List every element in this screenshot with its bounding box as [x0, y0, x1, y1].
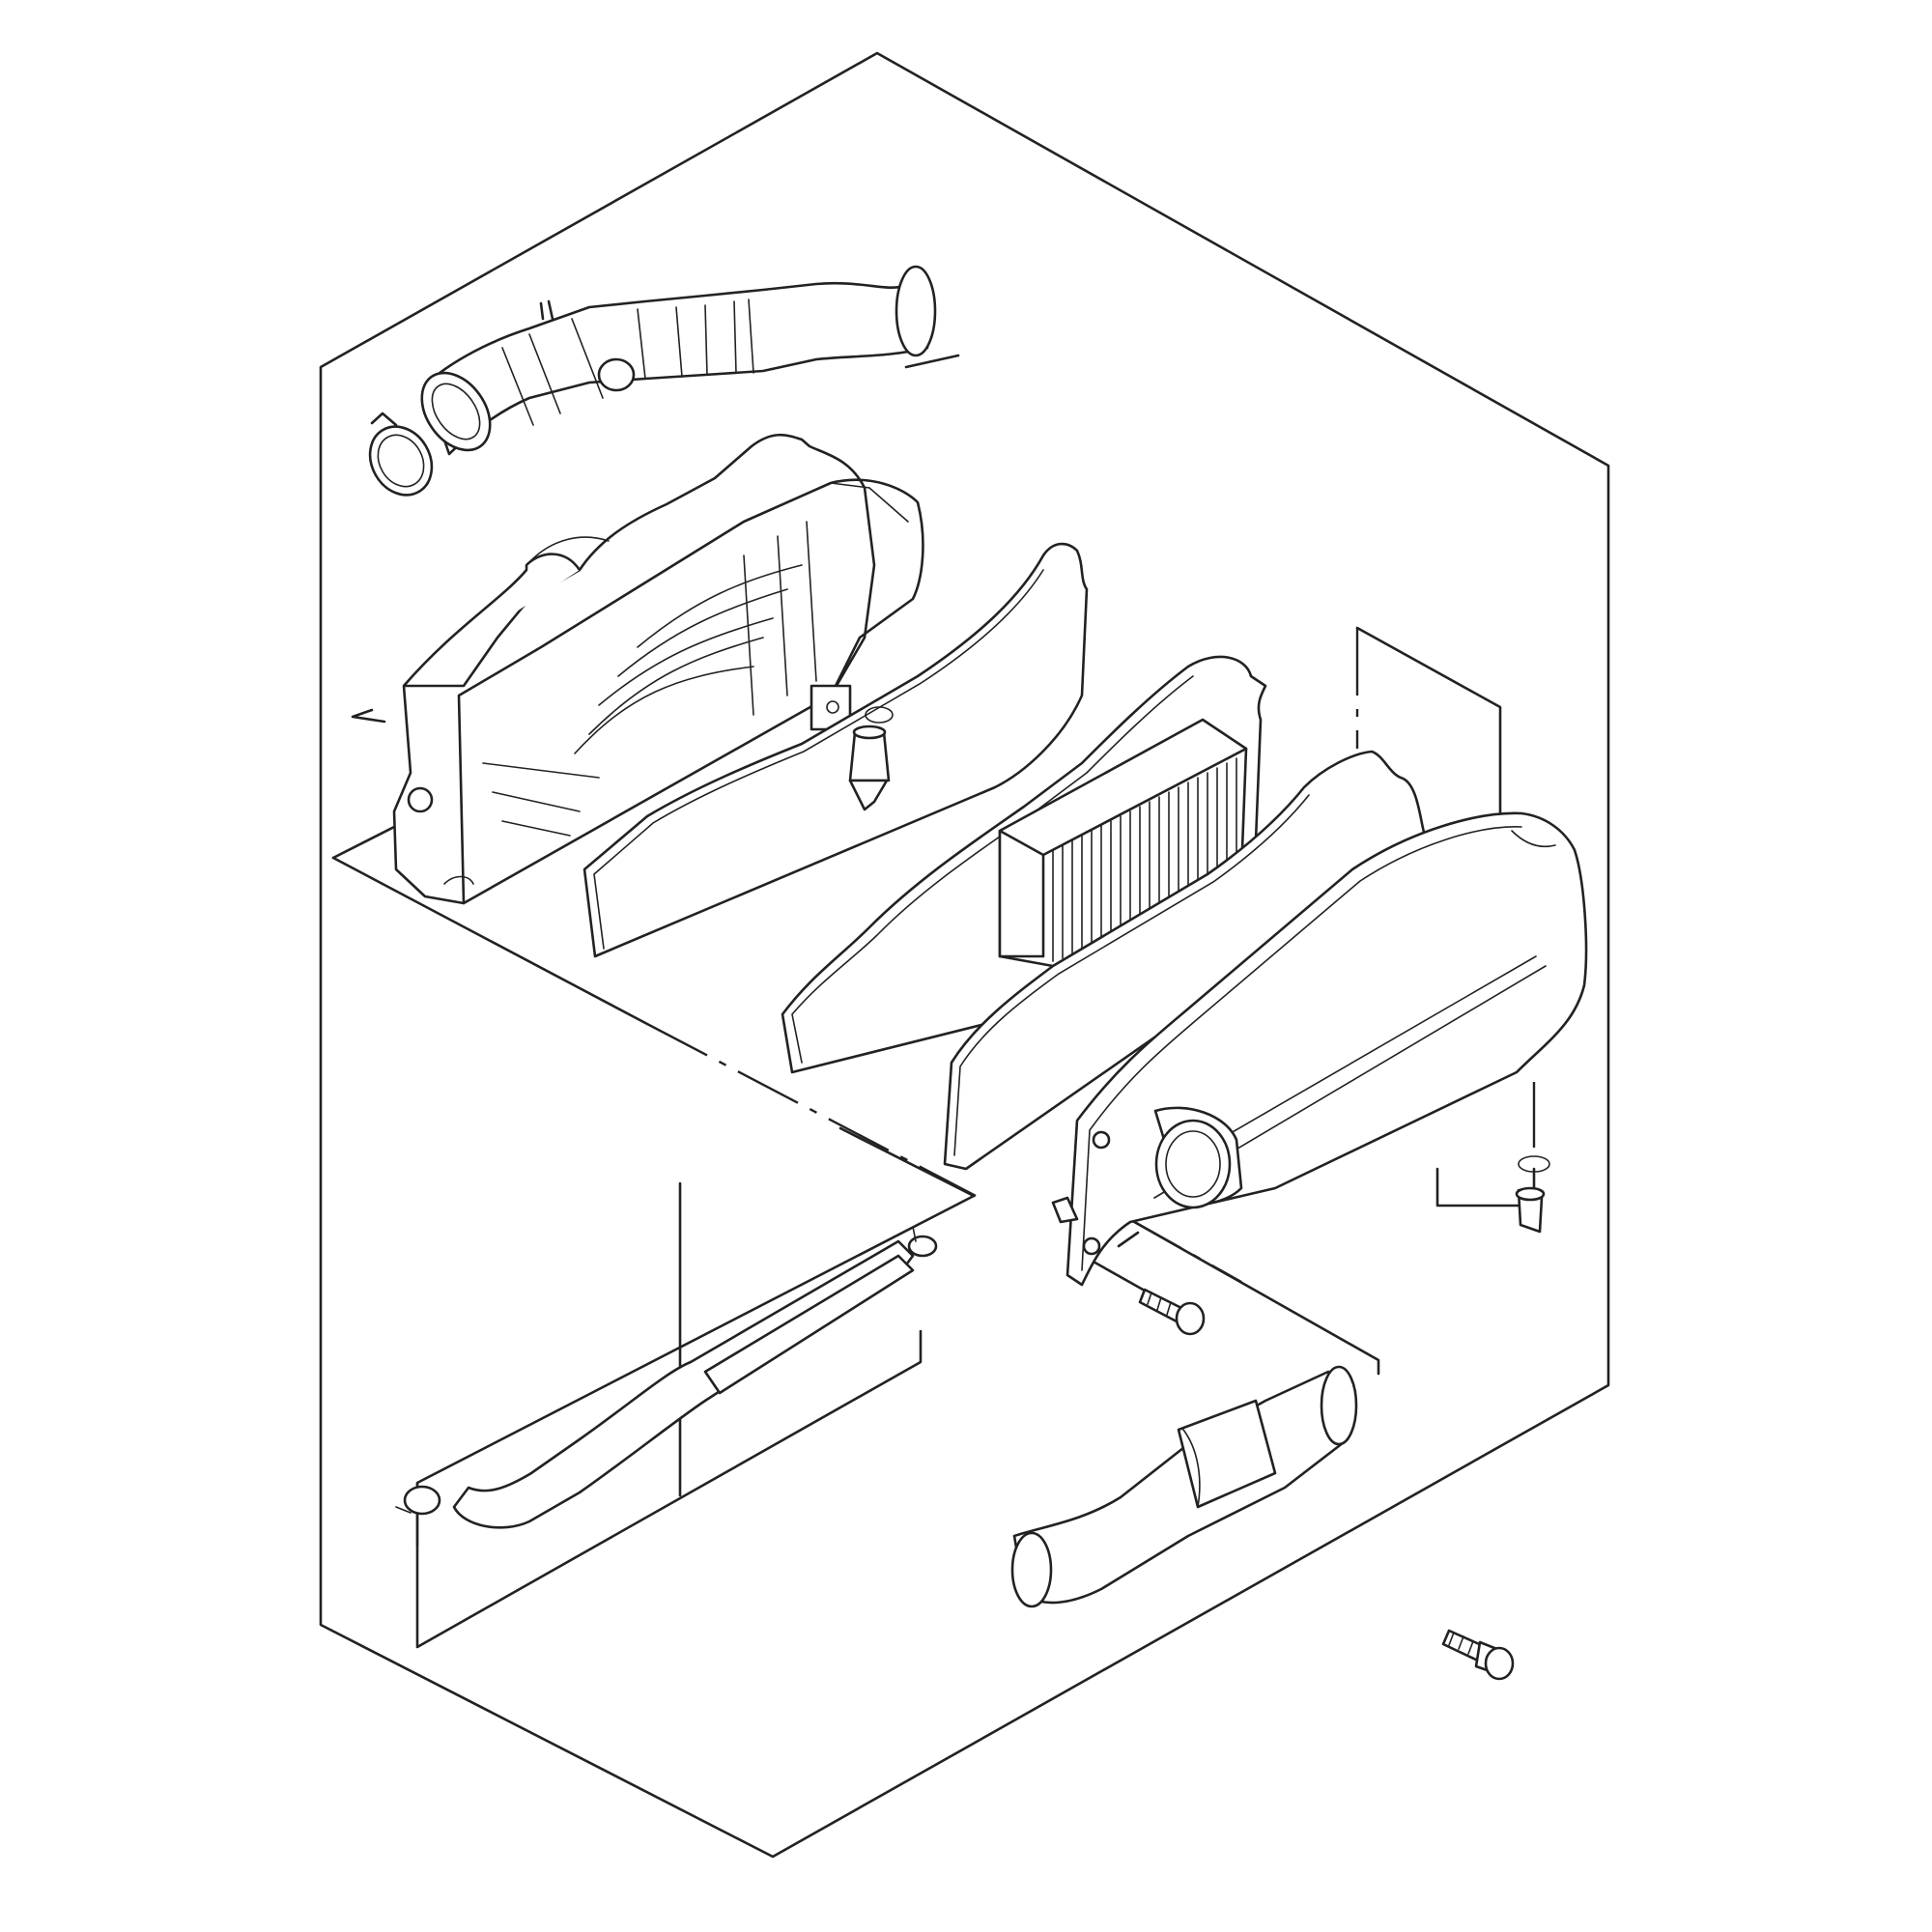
drain-plug-icon [848, 706, 894, 811]
hose-clamp-icon [368, 412, 434, 497]
outlet-duct-icon [1010, 1365, 1358, 1608]
tapping-screw-icon [1138, 1288, 1206, 1336]
bolt-icon [1441, 1629, 1515, 1681]
filter-pleats [1052, 757, 1237, 962]
air-box-cover-icon [1051, 811, 1588, 1287]
housing-gasket-icon [582, 542, 1089, 958]
air-box-housing-icon [392, 433, 924, 905]
assembly-boundary [319, 51, 1610, 1859]
drain-plug-icon [1515, 1155, 1550, 1234]
breather-tube-icon [395, 1226, 938, 1529]
intake-hose-icon [420, 265, 937, 456]
